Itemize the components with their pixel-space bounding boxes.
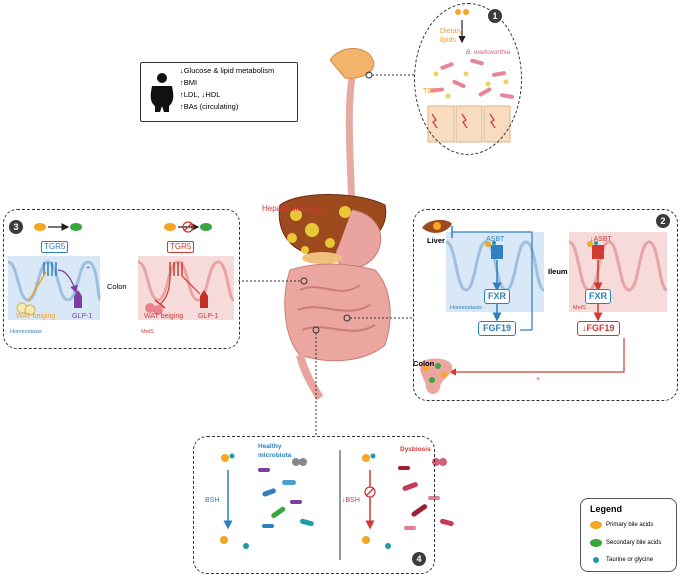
tgr5-box-homeostasis: TGR5 <box>41 241 69 253</box>
dietary-label: Dietary <box>440 28 463 35</box>
colon-label-panel3: Colon <box>107 282 127 291</box>
fgf19-box: FGF19 <box>478 321 517 336</box>
ileum-label: Ileum <box>548 267 568 276</box>
panel2-box <box>413 209 678 401</box>
panel1-circle <box>414 3 522 155</box>
bsh-down-label: ↓BSH <box>342 497 360 504</box>
panel2-number: 2 <box>656 214 670 228</box>
microbiota-label: microbiota <box>258 452 292 459</box>
healthy-label: Healthy <box>258 443 282 450</box>
legend-title: Legend <box>590 504 623 514</box>
colon-label-panel2: Colon <box>413 359 435 368</box>
plus-label-panel3-left: + <box>34 281 39 288</box>
hepatic-steatosis-label: Hepatic steatosis <box>262 204 323 213</box>
fxr-box-homeostasis: FXR <box>484 289 510 304</box>
plus-label-panel2: + <box>536 376 541 383</box>
liver-label: Liver <box>427 236 445 245</box>
panel1-number: 1 <box>488 9 502 23</box>
metabolic-line-2: ↑BMI <box>180 78 198 87</box>
homeostasis-label-panel2: Homeostasis <box>450 305 482 311</box>
panel4-graphics <box>220 450 454 560</box>
bacterium-label: B. wadsworthia <box>466 49 511 56</box>
dysbiosis-label: Dysbiosis <box>400 446 431 453</box>
glp1-mets: GLP-1 <box>198 313 219 320</box>
plus-label-panel3-right: + <box>86 265 91 272</box>
asbt-label: ASBT <box>486 236 505 243</box>
panel4-number: 4 <box>412 552 426 566</box>
fxr-box-mets: FXR <box>585 289 611 304</box>
metabolic-line-3: ↑LDL, ↓HDL <box>180 90 221 99</box>
tca-label: TCA <box>423 88 437 95</box>
homeostasis-label-panel3: Homeostasis <box>10 329 42 335</box>
glp1-homeostasis: GLP-1 <box>72 313 93 320</box>
legend-box <box>580 498 677 572</box>
mets-label-panel2: MetS <box>573 305 586 311</box>
legend-item-secondary: Secondary bile acids <box>606 540 662 546</box>
mets-label-panel3: MetS <box>141 329 154 335</box>
panel3-box <box>3 209 240 349</box>
person-icon <box>150 73 174 112</box>
tgr5-box-mets: TGR5 <box>167 241 195 253</box>
legend-item-primary: Primary bile acids <box>606 522 654 528</box>
fgf19-down-box: ↓FGF19 <box>577 321 620 336</box>
panel3-number: 3 <box>9 220 23 234</box>
connectors <box>238 74 414 436</box>
panel3-graphics <box>7 221 236 320</box>
wat-beiging-homeostasis: WAT beiging <box>16 313 56 320</box>
intestines <box>284 263 391 401</box>
legend-item-taurine: Taurine or glycine <box>606 557 654 563</box>
healthy-bacteria <box>258 458 314 528</box>
legend-swatches <box>590 521 602 563</box>
bsh-label: BSH <box>205 497 220 504</box>
panel4-box <box>193 436 435 574</box>
liver-and-stomach <box>278 194 387 268</box>
lipids-label: lipids <box>440 37 456 44</box>
panel2-graphics <box>420 219 668 394</box>
metabolic-line-4: ↑BAs (circulating) <box>180 102 239 111</box>
asbt-down-label: ↓ASBT <box>590 236 612 243</box>
metabolic-box <box>140 62 298 122</box>
esophagus <box>329 48 375 211</box>
wat-beiging-mets: WAT beiging <box>144 313 184 320</box>
metabolic-line-1: ↓Glucose & lipid metabolism <box>180 66 275 75</box>
